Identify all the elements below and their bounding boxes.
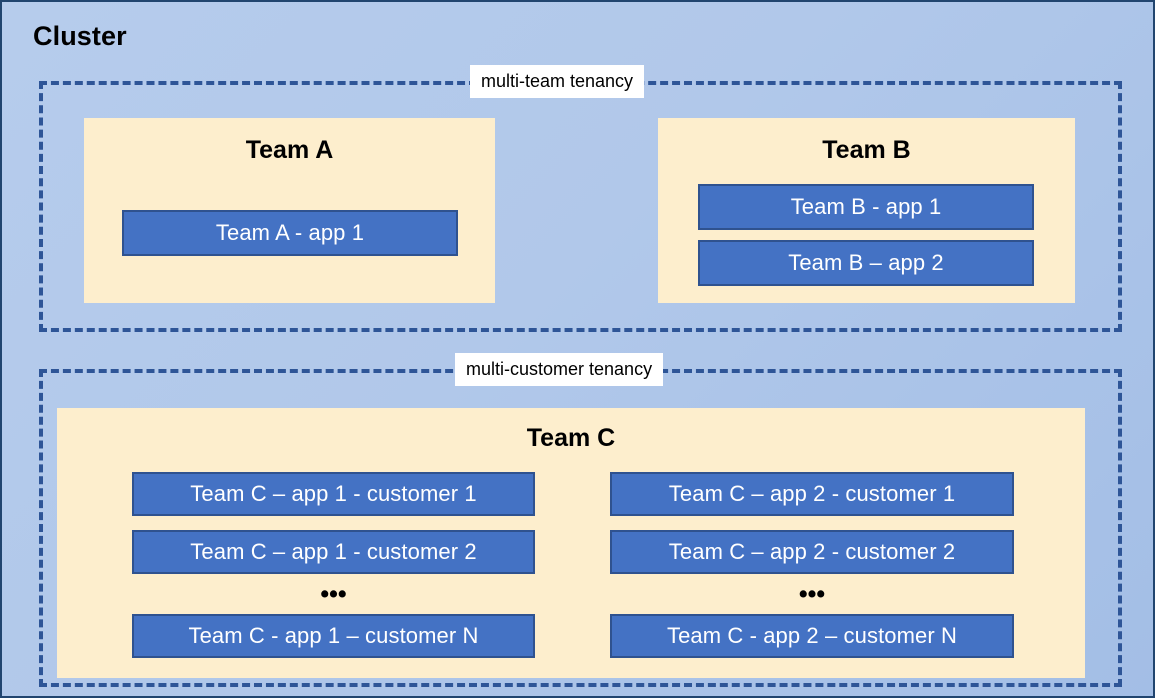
app-box-team-c-app-1-customer-n[interactable]: Team C - app 1 – customer N (132, 614, 535, 658)
ellipsis-team-c-app-2: ••• (798, 580, 826, 608)
team-container-team-a: Team A Team A - app 1 (84, 118, 495, 303)
tenancy-group-label-multi-team: multi-team tenancy (470, 65, 645, 98)
tenancy-group-label-multi-customer: multi-customer tenancy (455, 353, 664, 386)
app-box-team-c-app-1-customer-1[interactable]: Team C – app 1 - customer 1 (132, 472, 535, 516)
team-container-team-c: Team C Team C – app 1 - customer 1 Team … (57, 408, 1085, 678)
app-box-team-c-app-2-customer-1[interactable]: Team C – app 2 - customer 1 (610, 472, 1014, 516)
app-box-team-b-app-1[interactable]: Team B - app 1 (698, 184, 1034, 230)
app-box-team-c-app-2-customer-n[interactable]: Team C - app 2 – customer N (610, 614, 1014, 658)
team-title-team-b: Team B (822, 136, 911, 164)
team-title-team-a: Team A (245, 136, 334, 164)
app-box-team-a-app-1[interactable]: Team A - app 1 (122, 210, 458, 256)
page-title: Cluster (33, 21, 127, 51)
ellipsis-team-c-app-1: ••• (320, 580, 347, 608)
team-container-team-b: Team B Team B - app 1 Team B – app 2 (658, 118, 1075, 303)
app-box-team-c-app-1-customer-2[interactable]: Team C – app 1 - customer 2 (132, 530, 535, 574)
app-box-team-b-app-2[interactable]: Team B – app 2 (698, 240, 1034, 286)
team-title-team-c: Team C (526, 424, 616, 452)
app-box-team-c-app-2-customer-2[interactable]: Team C – app 2 - customer 2 (610, 530, 1014, 574)
